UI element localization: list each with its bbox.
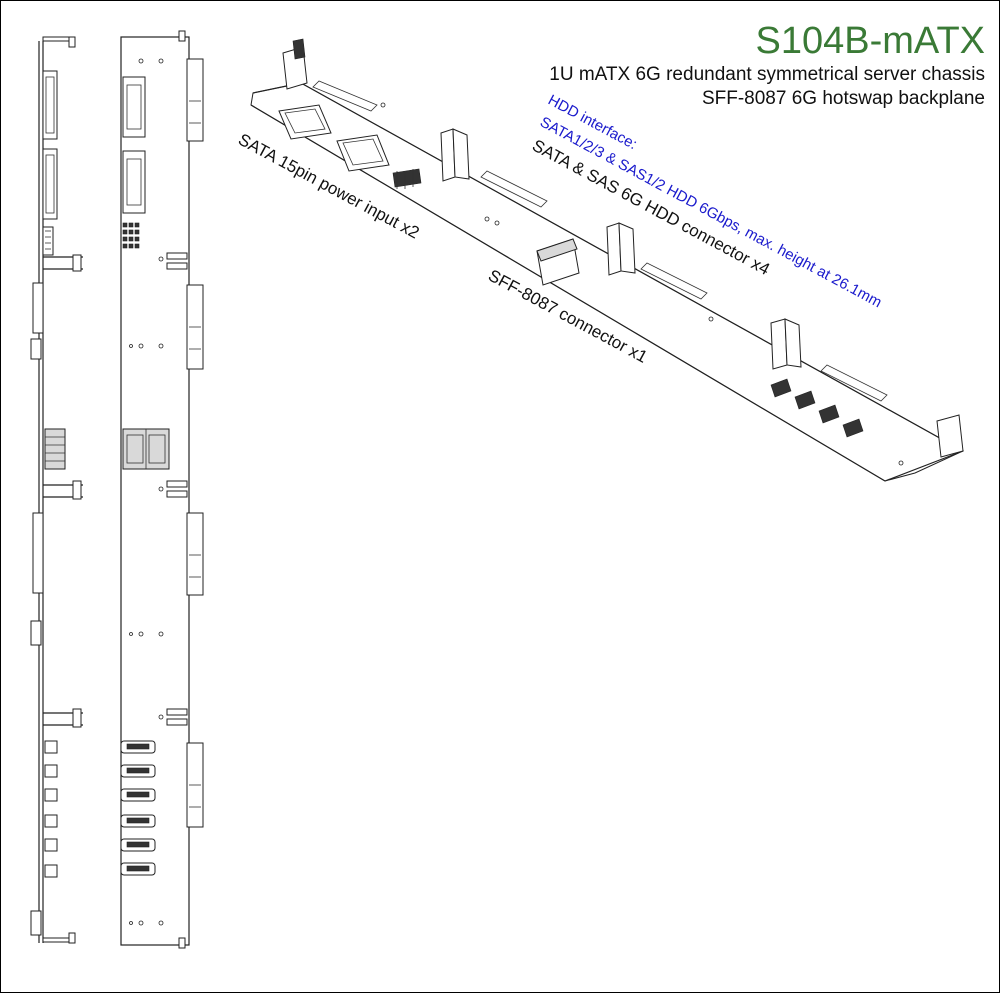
front-sata-ports — [120, 740, 156, 876]
mounting-holes — [129, 58, 164, 926]
front-hdd-connector-4 — [186, 742, 204, 828]
front-pin-header — [122, 222, 140, 249]
front-power-connector-1 — [122, 76, 146, 138]
isometric-board — [250, 38, 965, 482]
iso-hdd-connectors — [312, 80, 888, 402]
iso-pin-header — [392, 168, 422, 189]
iso-sata-ports — [770, 378, 864, 438]
subtitle-line-1: 1U mATX 6G redundant symmetrical server … — [549, 64, 985, 85]
front-power-connector-2 — [122, 150, 146, 214]
iso-bracket-left — [282, 38, 308, 90]
front-hdd-connector-2 — [186, 284, 204, 370]
subtitle-line-2: SFF-8087 6G hotswap backplane — [702, 88, 985, 109]
iso-bracket-1 — [440, 128, 470, 182]
iso-sata-power-2 — [336, 134, 390, 172]
side-connector-1 — [42, 70, 58, 140]
iso-bracket-right — [936, 414, 964, 458]
page-title: S104B-mATX — [756, 20, 985, 62]
front-hdd-connector-1 — [186, 58, 204, 142]
front-hdd-connector-3 — [186, 512, 204, 596]
front-sff-8087-connector — [122, 428, 170, 470]
side-bracket-2 — [43, 480, 83, 500]
side-view — [30, 36, 83, 944]
side-sff-connector — [44, 428, 66, 470]
side-connector-2 — [42, 148, 58, 220]
iso-sff-8087 — [536, 238, 580, 286]
side-sata-ports — [44, 740, 58, 878]
iso-bracket-3 — [770, 318, 802, 370]
front-view — [120, 30, 204, 949]
iso-bracket-2 — [606, 222, 636, 276]
side-bracket-1 — [43, 254, 83, 272]
iso-sata-power-1 — [278, 104, 332, 140]
side-bracket-3 — [43, 708, 83, 728]
